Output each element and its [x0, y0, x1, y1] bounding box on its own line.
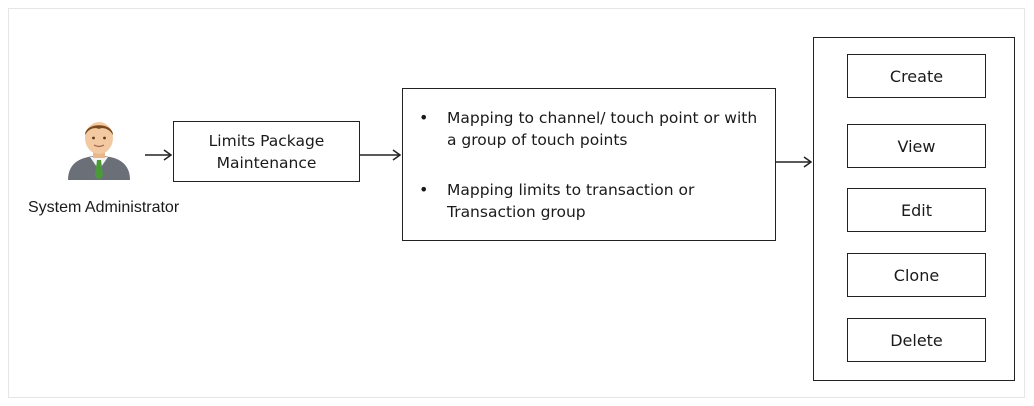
package-box-line2: Maintenance — [216, 153, 317, 172]
arrowhead-mapping-to-actions — [803, 156, 813, 168]
clone-button[interactable]: Clone — [847, 253, 986, 297]
mapping-bullet-text: Mapping to channel/ touch point or with … — [447, 109, 758, 149]
view-button[interactable]: View — [847, 124, 986, 168]
system-administrator-icon — [62, 118, 136, 180]
bullet-icon: • — [419, 180, 429, 199]
mapping-bullet-item: • Mapping to channel/ touch point or wit… — [419, 107, 759, 151]
arrowhead-actor-to-package — [163, 149, 173, 161]
actor-label: System Administrator — [28, 199, 180, 216]
user-avatar-icon — [68, 122, 130, 180]
package-box-line1: Limits Package — [208, 131, 325, 150]
create-button[interactable]: Create — [847, 54, 986, 98]
mapping-bullet-item: • Mapping limits to transaction or Trans… — [419, 179, 759, 223]
mapping-box: • Mapping to channel/ touch point or wit… — [402, 88, 776, 241]
mapping-bullet-text: Mapping limits to transaction or Transac… — [447, 181, 695, 221]
limits-package-maintenance-box: Limits Package Maintenance — [173, 121, 360, 182]
bullet-icon: • — [419, 108, 429, 127]
edit-button[interactable]: Edit — [847, 188, 986, 232]
diagram-frame — [8, 8, 1025, 398]
actions-box: Create View Edit Clone Delete — [813, 37, 1015, 381]
arrowhead-package-to-mapping — [392, 149, 402, 161]
delete-button[interactable]: Delete — [847, 318, 986, 362]
